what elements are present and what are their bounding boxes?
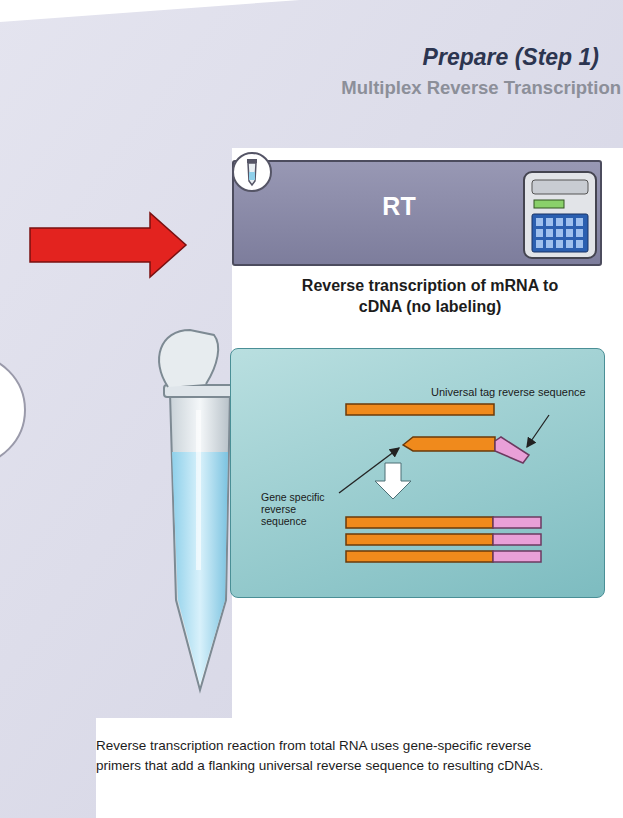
- detail-callout: Universal tag reverse sequenceGene speci…: [230, 348, 605, 598]
- rt-step-box: RT: [232, 160, 602, 266]
- rt-icons: [234, 150, 604, 268]
- figure-caption: Reverse transcription reaction from tota…: [96, 736, 556, 775]
- step-description: Reverse transcription of mRNA to cDNA (n…: [300, 276, 560, 318]
- diagram-title: Prepare (Step 1): [423, 44, 599, 71]
- sequence-label: Universal tag reverse sequence: [431, 386, 586, 398]
- sequence-label: Gene specific reverse sequence: [261, 491, 343, 527]
- step-label: RT: [234, 192, 564, 221]
- subtitle: Multiplex Reverse Transcription: [341, 77, 621, 99]
